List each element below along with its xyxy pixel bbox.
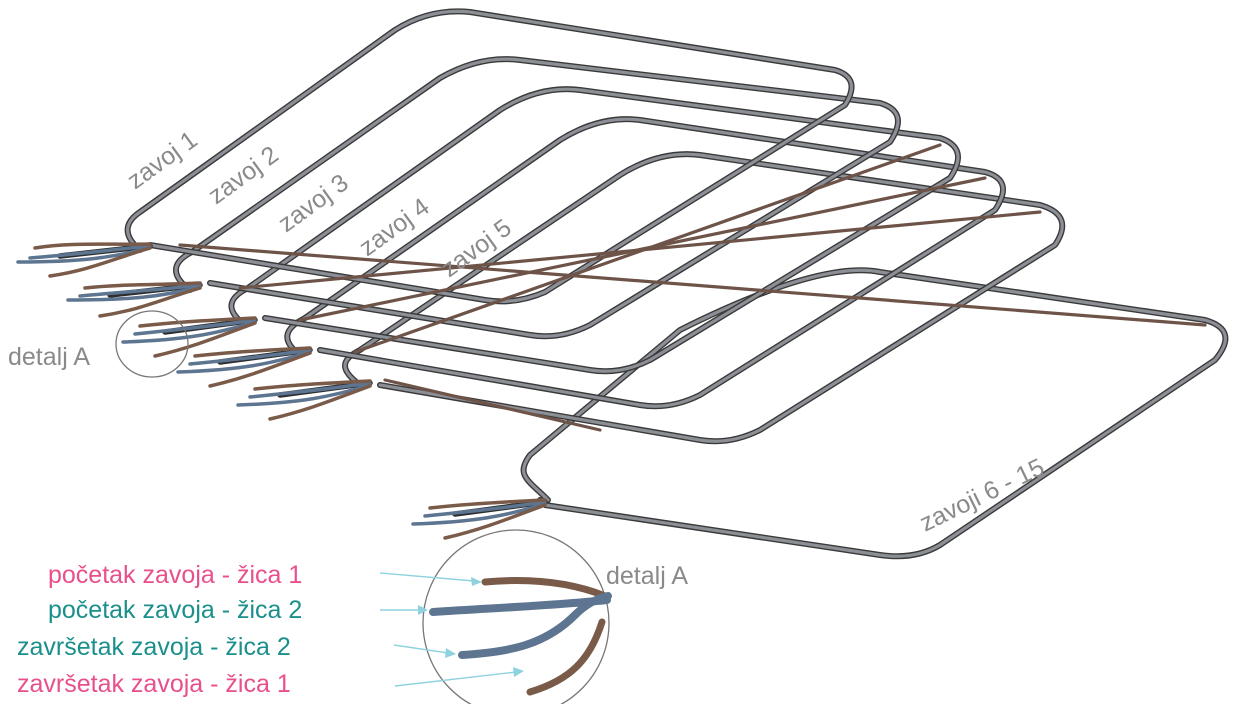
detail-a-marker-circle (115, 310, 189, 378)
label-turn-3: zavoj 3 (273, 169, 354, 238)
lead-bundle-1 (16, 242, 153, 278)
coil-turn-1 (124, 8, 855, 305)
label-detail-a-top: detalj A (8, 343, 90, 371)
detail-a-magnified (422, 529, 612, 704)
lead-bundle-4 (176, 346, 313, 388)
legend-start-wire-1: početak zavoja - žica 1 (48, 561, 302, 589)
detail-end-wire-1 (526, 618, 606, 696)
legend-end-wire-2: završetak zavoja - žica 2 (17, 633, 291, 661)
lead-bundle-3 (121, 316, 258, 358)
lead-bundle-6-15 (411, 498, 548, 540)
detail-start-wire-1 (481, 577, 609, 600)
coil-turn-3 (228, 86, 961, 375)
legend-start-wire-2: početak zavoja - žica 2 (48, 596, 302, 624)
label-detail-a-bottom: detalj A (606, 562, 688, 590)
coil-turn-2 (173, 56, 901, 340)
lead-bundle-2 (66, 281, 203, 318)
legend-end-wire-1: završetak zavoja - žica 1 (17, 670, 291, 698)
coil-turn-6-15 (520, 267, 1229, 560)
label-turns-6-15: zavoji 6 - 15 (915, 453, 1048, 537)
legend-arrows (379, 572, 524, 687)
crossing-wires (178, 143, 1207, 432)
label-turn-1: zavoj 1 (122, 126, 203, 195)
lead-bundle-5 (236, 379, 373, 421)
arrow-end-wire-2 (393, 644, 449, 654)
detail-end-wire-2 (458, 592, 612, 659)
arrow-end-wire-1 (394, 671, 517, 687)
arrow-start-wire-1 (379, 572, 475, 582)
